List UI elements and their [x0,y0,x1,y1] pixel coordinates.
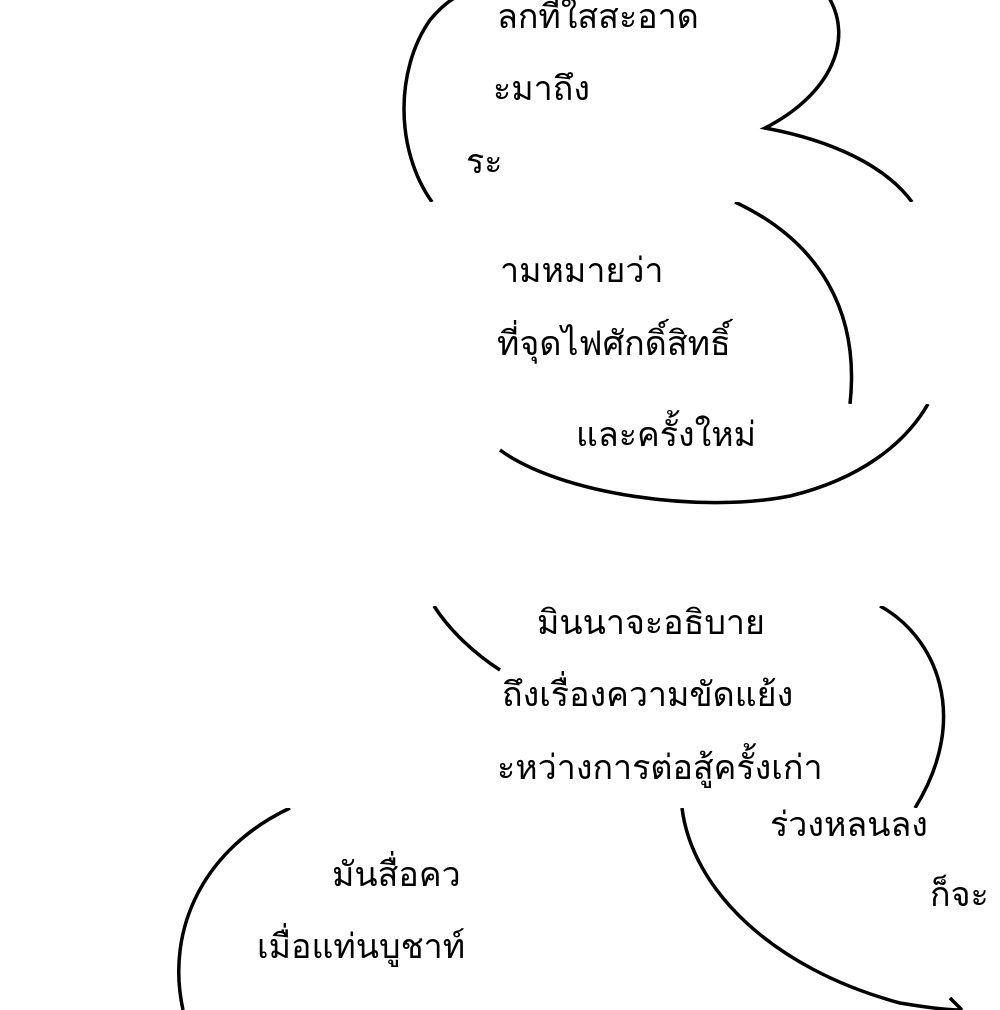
speech-bubble-outline [177,808,964,1010]
dialogue-line: ามหมายว่า [500,251,664,291]
comic-strip-3: และครั้งใหม่ [0,404,1000,606]
dialogue-line: มันสื่อคว [332,855,461,895]
dialogue-line: และครั้งใหม่ [576,415,757,455]
dialogue-line: ร่วงหลนลง [770,808,928,845]
speech-bubble-outline [498,404,930,505]
dialogue-line: ะมาถึง [493,69,590,109]
speech-bubble-outline [734,202,854,404]
dialogue-line: มินนาจะอธิบาย [537,606,765,643]
dialogue-line: ถึงเรื่องความขัดแย้ง [502,675,794,715]
dialogue-line: ก็จะ [930,875,989,915]
speech-bubble-outline [432,606,946,808]
comic-strip-5: มันสื่อคว เมื่อแท่นบูชาท์ ร่วงหลนลง ก็จะ [0,808,1000,1010]
comic-strip-1: ลกที่ใสสะอาด ะมาถึง ระ [0,0,1000,202]
dialogue-line: ที่จุดไฟศักดิ์สิทธิ์ [497,324,731,364]
comic-strip-4: มินนาจะอธิบาย ถึงเรื่องความขัดแย้ง ะหว่า… [0,606,1000,808]
comic-strip-2: ามหมายว่า ที่จุดไฟศักดิ์สิทธิ์ [0,202,1000,404]
dialogue-line: ระ [466,142,503,182]
dialogue-line: ลกที่ใสสะอาด [497,0,699,37]
dialogue-line: ะหว่างการต่อสู้ครั้งเก่า [497,748,823,788]
speech-bubble-outline [402,0,914,202]
dialogue-line: เมื่อแท่นบูชาท์ [257,927,466,967]
